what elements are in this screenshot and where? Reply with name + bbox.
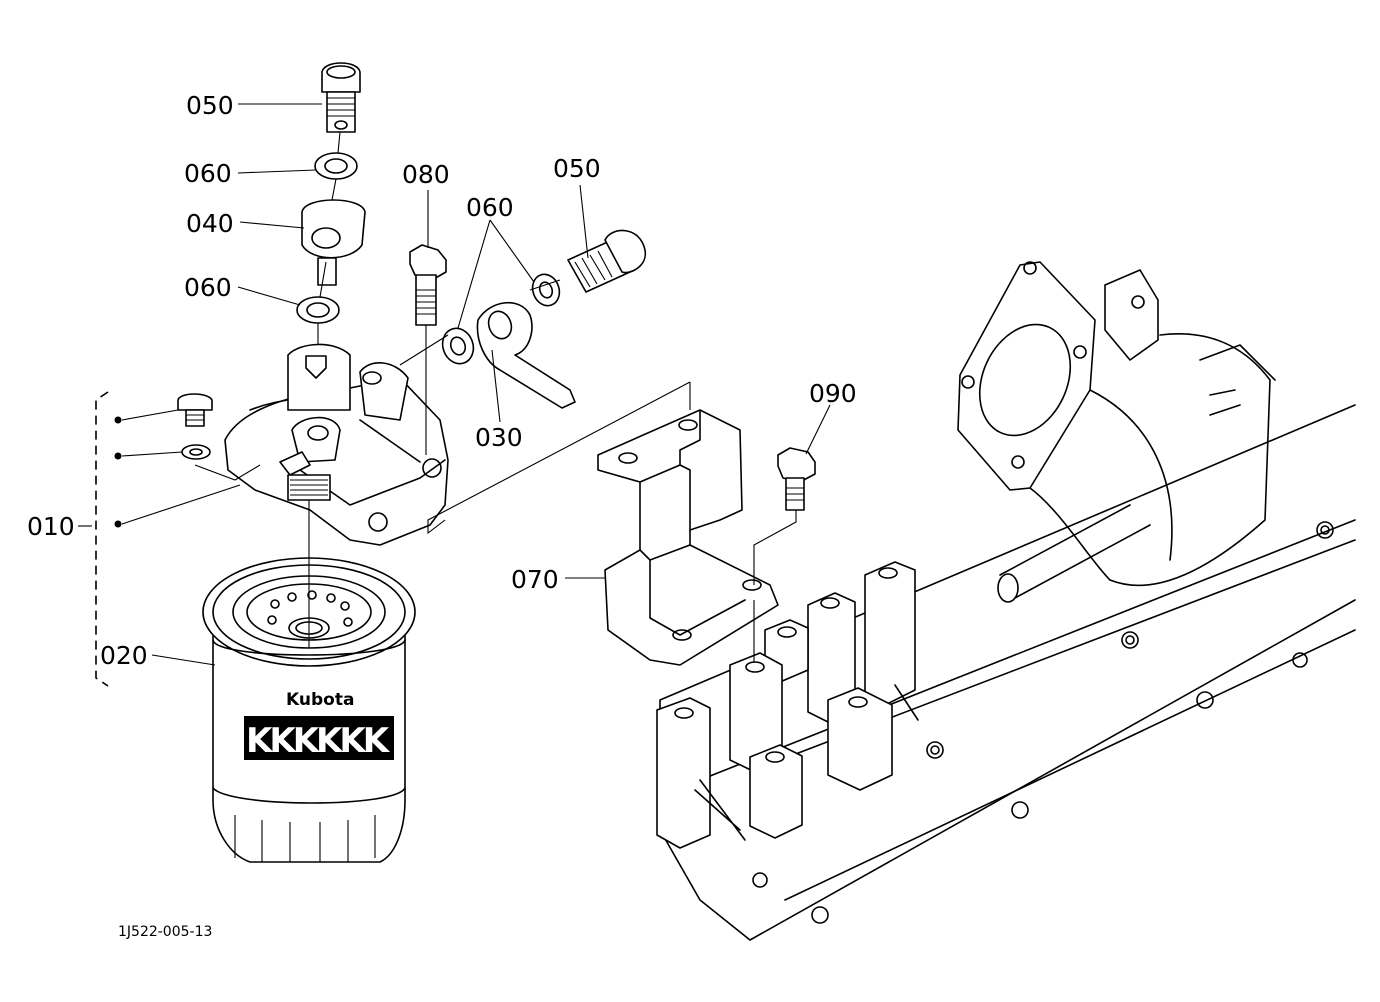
filter-head	[224, 343, 449, 546]
label-050-top: 050	[186, 91, 234, 120]
center-lines	[194, 131, 797, 662]
label-060-top: 060	[184, 159, 232, 188]
air-vent-plug	[177, 393, 213, 460]
top-banjo-stack	[296, 62, 366, 324]
bolt-080	[409, 244, 447, 326]
label-090: 090	[809, 379, 857, 408]
assembly-bracket-010	[78, 391, 241, 687]
label-070: 070	[511, 565, 559, 594]
drawing-code: 1J522-005-13	[118, 924, 212, 940]
leader-lines	[151, 103, 831, 666]
bolt-090	[777, 447, 816, 511]
filter-cartridge: Kubota KKKKKK	[202, 557, 416, 863]
label-060-pair: 060	[466, 193, 514, 222]
label-020: 020	[100, 641, 148, 670]
mounting-bracket	[597, 409, 779, 666]
label-080: 080	[402, 160, 450, 189]
label-040: 040	[186, 209, 234, 238]
engine-manifold	[656, 261, 1356, 941]
label-060-mid: 060	[184, 273, 232, 302]
label-030: 030	[475, 423, 523, 452]
filter-band-lettering: KKKKKK	[246, 721, 391, 761]
label-010: 010	[27, 512, 75, 541]
filter-brand-logo: Kubota	[286, 690, 354, 710]
label-050-right: 050	[553, 154, 601, 183]
right-banjo-stack	[441, 229, 647, 409]
